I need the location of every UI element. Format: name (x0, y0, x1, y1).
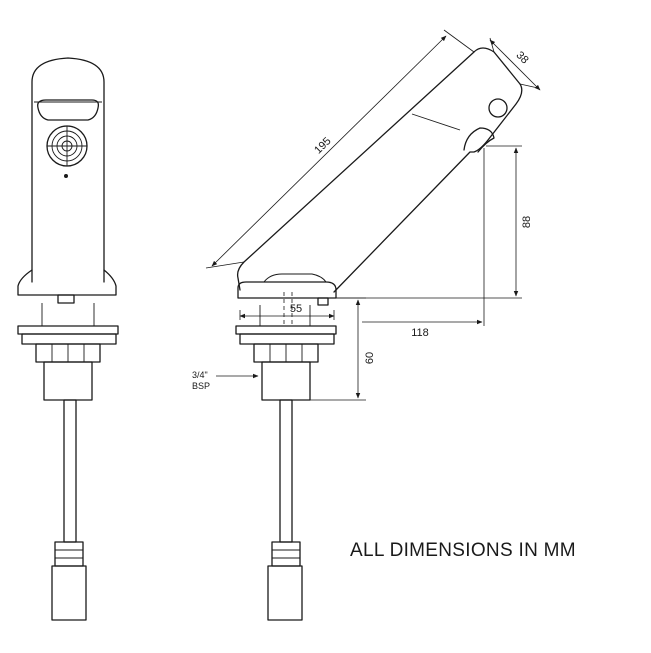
front-aerator (46, 125, 88, 167)
side-base (237, 281, 337, 299)
dim-thread-length: 60 (364, 352, 376, 364)
side-hose-fitting (267, 565, 303, 621)
dim-projection: 118 (411, 327, 429, 339)
front-view (17, 57, 119, 621)
side-spout-body (236, 47, 523, 293)
front-tap-body (31, 57, 105, 283)
side-aerator-outlet (463, 127, 495, 153)
front-base-stub (57, 294, 75, 304)
front-thread-body (43, 361, 93, 401)
front-hose (63, 399, 77, 543)
side-mount-washer (239, 333, 335, 345)
dimensions: 195 38 88 118 55 60 3/4" BSP (192, 29, 541, 401)
front-mount-plate (17, 325, 119, 335)
dim-spout-height: 88 (521, 216, 533, 228)
dim-line-spout-length (211, 35, 447, 267)
side-view (235, 47, 523, 621)
thread-label-type: BSP (192, 381, 210, 391)
side-sensor-lens (488, 98, 508, 118)
front-base-flange (17, 269, 117, 296)
side-spout-joint (411, 113, 461, 131)
front-mount-washer (21, 333, 117, 345)
dim-line-head-diameter (489, 39, 541, 91)
dim-base-width: 55 (290, 303, 302, 315)
front-hose-connector (54, 541, 84, 567)
dim-head-diameter: 38 (514, 49, 531, 66)
side-base-stub (317, 297, 329, 306)
dim-spout-length: 195 (312, 135, 334, 156)
side-mount-plate (235, 325, 337, 335)
thread-label-size: 3/4" (192, 370, 208, 380)
units-note: ALL DIMENSIONS IN MM (350, 540, 576, 561)
front-indicator-dot (64, 174, 68, 178)
front-sensor-window (37, 99, 100, 121)
side-hose (279, 399, 293, 543)
side-thread-body (261, 361, 311, 401)
front-hose-fitting (51, 565, 87, 621)
side-hose-connector (271, 541, 301, 567)
